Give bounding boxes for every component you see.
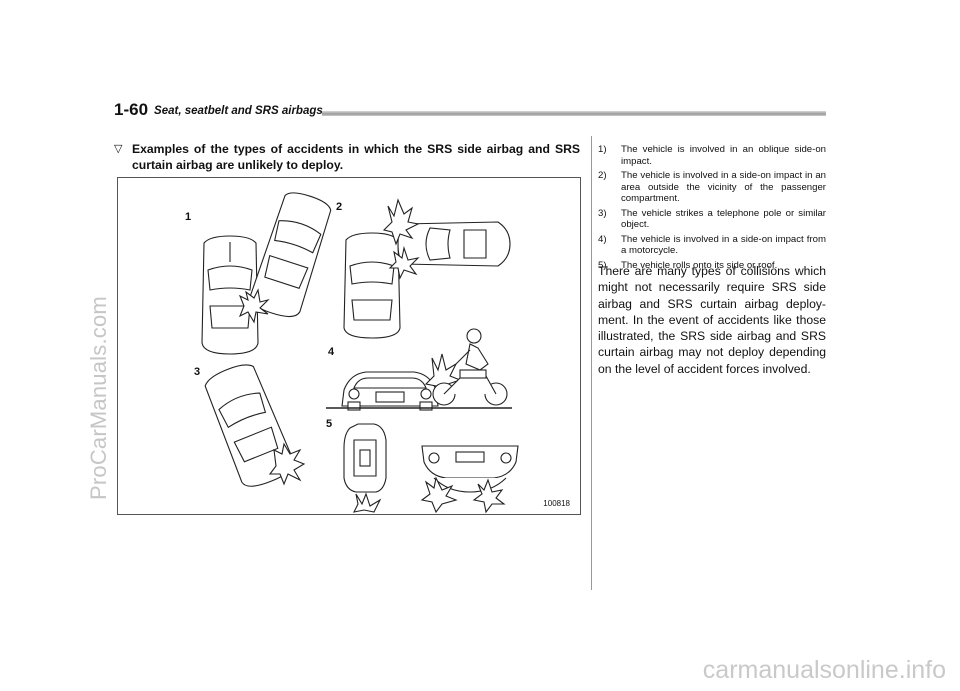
scene-5-car-side: [343, 423, 387, 493]
scene-1-car-a: [201, 235, 259, 355]
impact-star-1: [238, 288, 270, 324]
triangle-marker-icon: ▽: [114, 143, 123, 155]
scene-1-car-b: [249, 192, 332, 318]
footer-watermark: carmanualsonline.info: [702, 656, 946, 684]
figure-label-3: 3: [194, 366, 201, 378]
list-item: 4)The vehicle is involved in a side-on i…: [598, 233, 826, 257]
body-paragraph: There are many types of collisions which…: [598, 264, 826, 376]
column-divider: [591, 136, 592, 590]
impact-star-5c: [472, 478, 506, 514]
accident-drawings: [201, 192, 519, 514]
list-item: 1)The vehicle is involved in an oblique …: [598, 144, 826, 167]
accident-type-list: 1)The vehicle is involved in an oblique …: [598, 144, 826, 274]
impact-star-2b: [388, 245, 420, 280]
list-item: 3)The vehicle strikes a telephone pole o…: [598, 207, 826, 231]
impact-star-3: [268, 442, 306, 486]
figure-code: 100818: [543, 499, 570, 508]
figure-label-4: 4: [328, 346, 335, 358]
scene-3-car: [204, 364, 295, 487]
impact-star-2a: [382, 198, 420, 246]
list-item: 2)The vehicle is involved in a side-on i…: [598, 170, 826, 204]
header-rule: [322, 111, 826, 116]
accident-illustration: 1 2 3 4 5 100818: [117, 177, 581, 515]
figure-label-5: 5: [326, 418, 333, 430]
scene-4-motorcycle: [432, 328, 508, 406]
side-watermark: ProCarManuals.com: [86, 296, 111, 500]
figure-label-1: 1: [185, 211, 192, 223]
scene-2-car-a: [343, 232, 401, 339]
list-item: 5)The vehicle rolls onto its side or roo…: [598, 259, 778, 271]
section-title: Seat, seatbelt and SRS airbags: [154, 105, 323, 117]
scene-2-car-b: [397, 221, 511, 267]
scene-4-car: [341, 371, 439, 411]
heading-text: Examples of the types of accidents in wh…: [132, 142, 580, 172]
page-number: 1-60: [114, 100, 149, 119]
page-header: 1-60 Seat, seatbelt and SRS airbags: [114, 101, 323, 118]
figure-label-2: 2: [336, 201, 343, 213]
subsection-heading: ▽ Examples of the types of accidents in …: [114, 141, 580, 173]
impact-star-5a: [353, 492, 382, 513]
impact-star-5b: [420, 476, 458, 514]
